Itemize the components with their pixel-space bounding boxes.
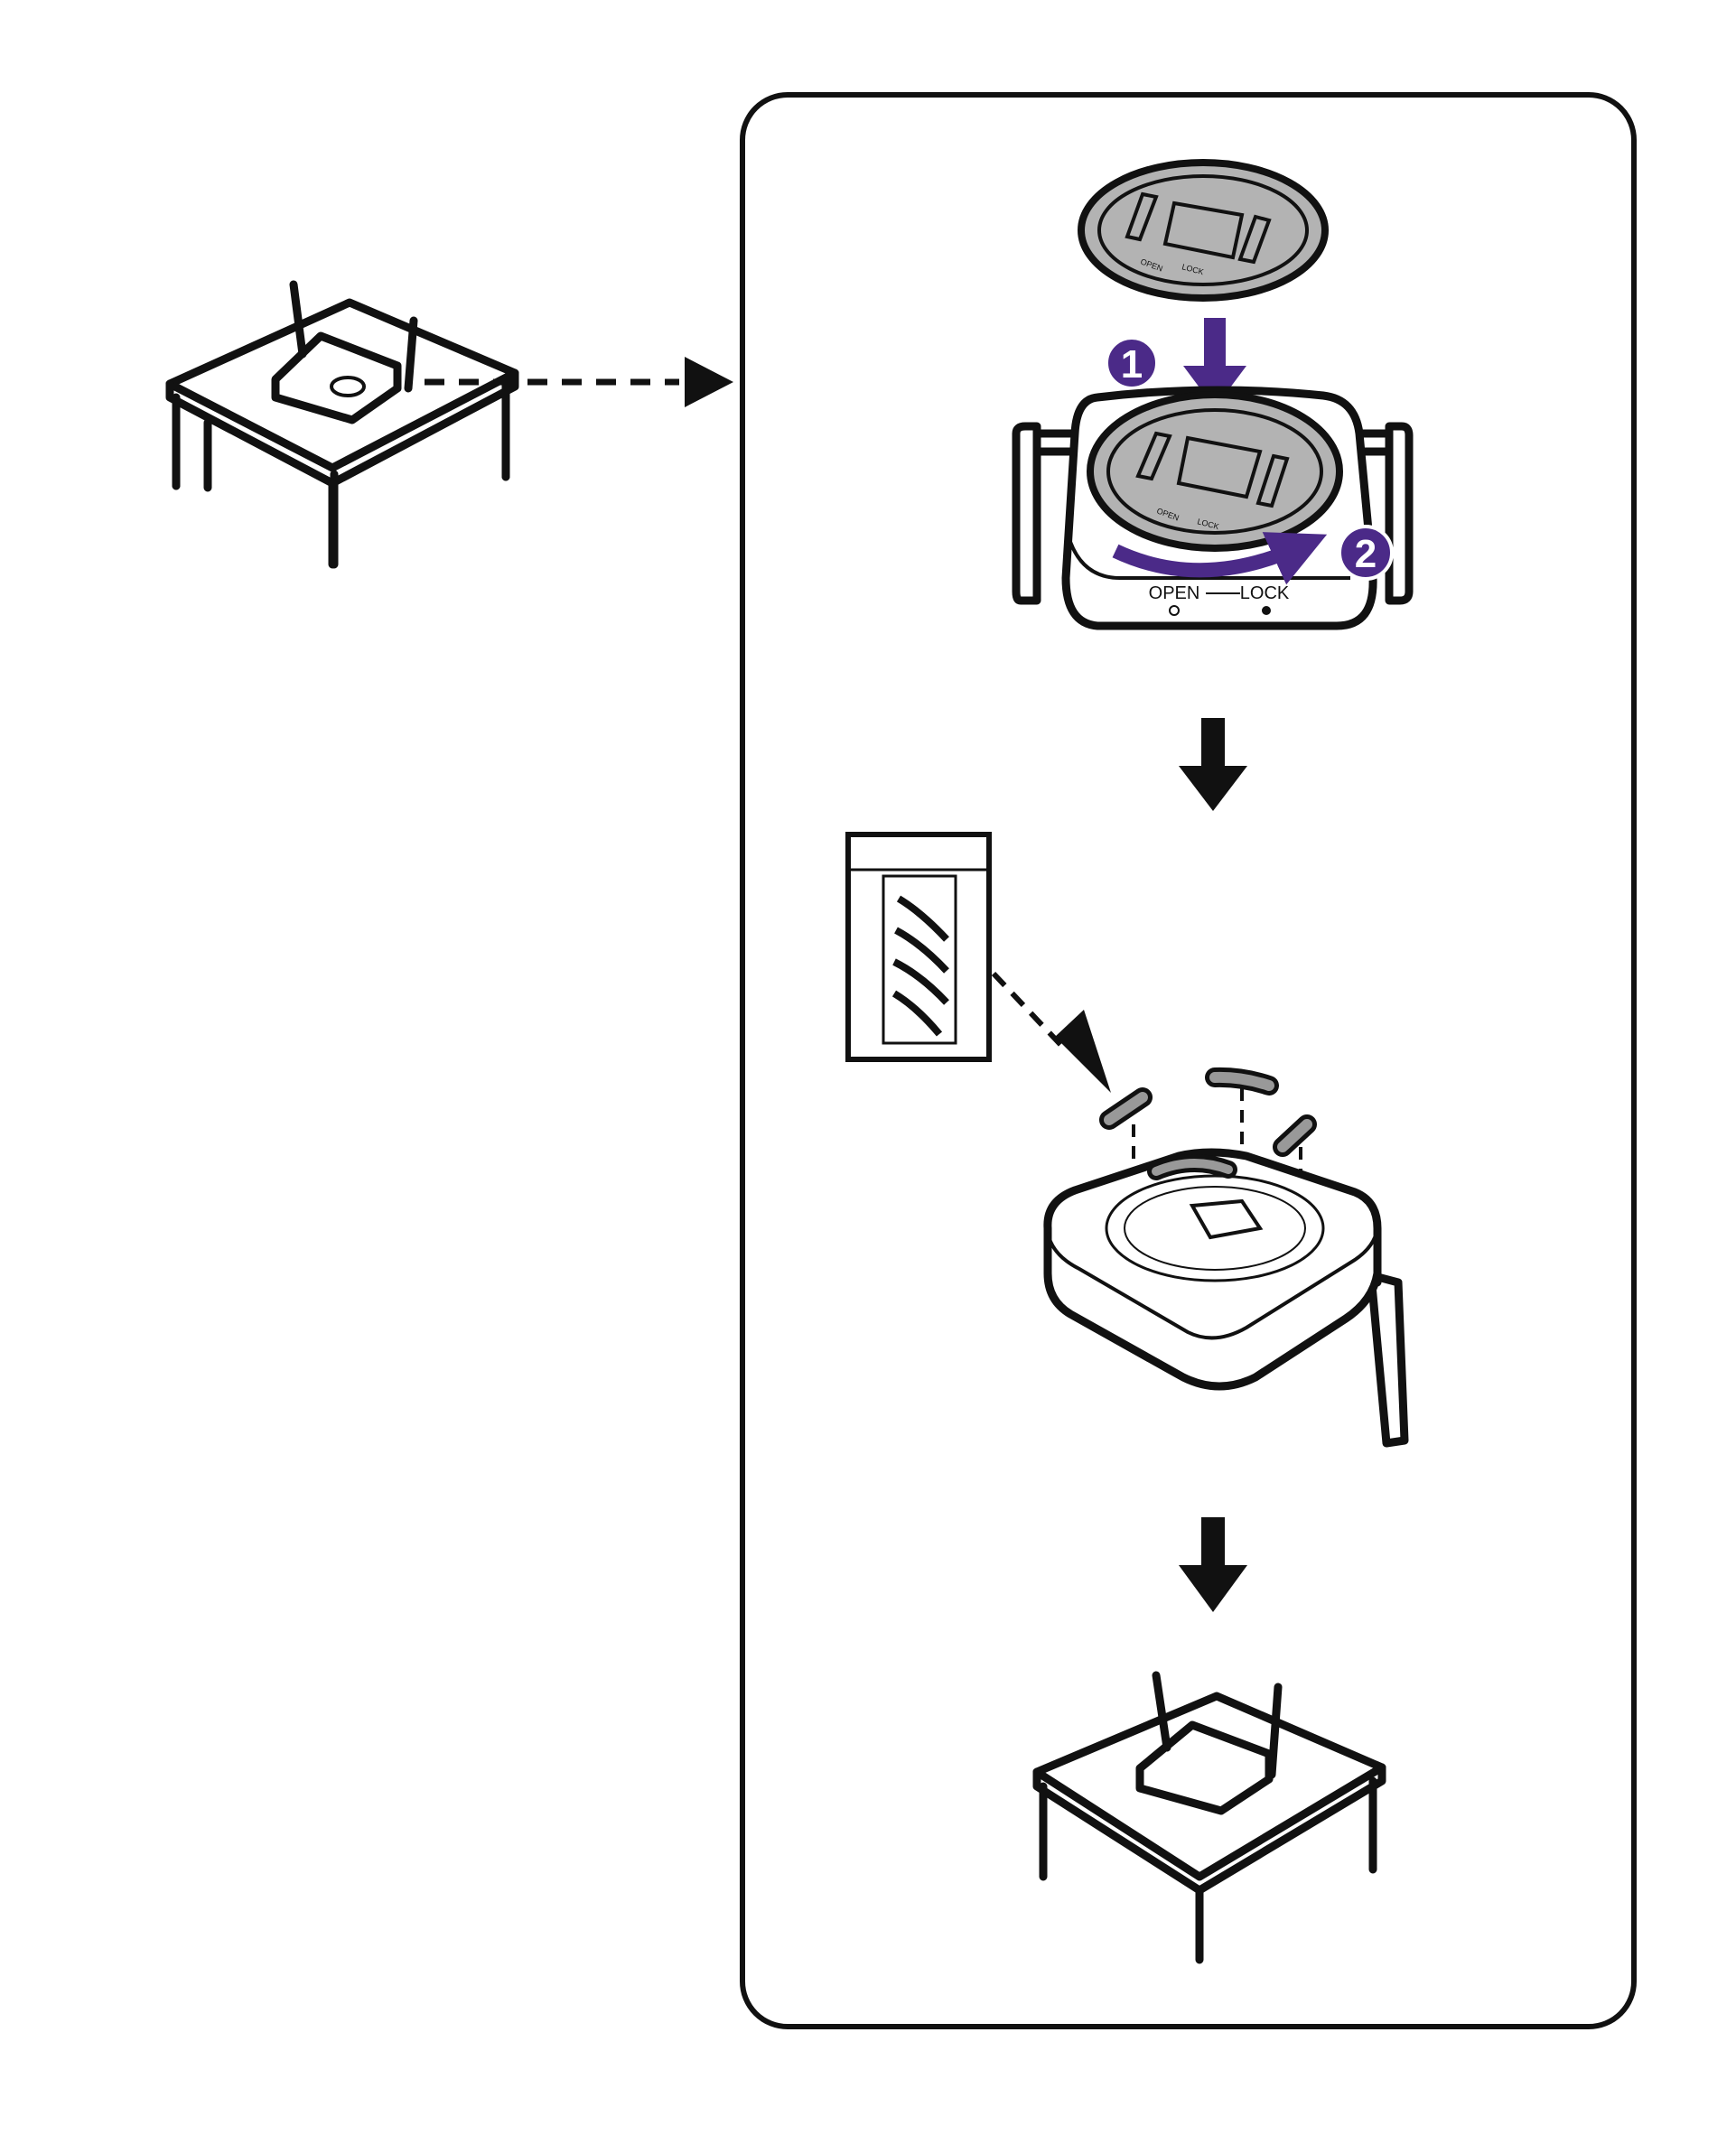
open-label: OPEN: [1149, 583, 1200, 603]
dashed-arrow-right: [425, 357, 733, 407]
step1-number: 1: [1121, 342, 1143, 387]
table-with-device-after: [1032, 1671, 1386, 1964]
lock-indicator-icon: [1262, 606, 1271, 615]
adhesive-pad-package: [845, 832, 992, 1062]
mounting-plate: OPEN LOCK: [1078, 159, 1329, 302]
table-with-device-before: [165, 280, 519, 569]
step2-number: 2: [1355, 532, 1377, 576]
device-with-plate: OPEN LOCK OPEN LOCK: [1012, 386, 1414, 630]
down-arrow-2: [1179, 1517, 1247, 1612]
down-arrow-1: [1179, 718, 1247, 811]
open-indicator-icon: [1169, 605, 1180, 616]
device-perspective: [1043, 1148, 1409, 1448]
lock-label: LOCK: [1240, 583, 1290, 603]
dashed-arrow-diagonal: [991, 971, 1111, 1093]
step1-badge: 1: [1105, 336, 1159, 390]
step2-badge: 2: [1338, 525, 1394, 581]
instruction-panel: [740, 92, 1637, 2029]
step2-rotate-arrow: [1112, 532, 1328, 585]
adhesive-pads: [1099, 1067, 1317, 1206]
